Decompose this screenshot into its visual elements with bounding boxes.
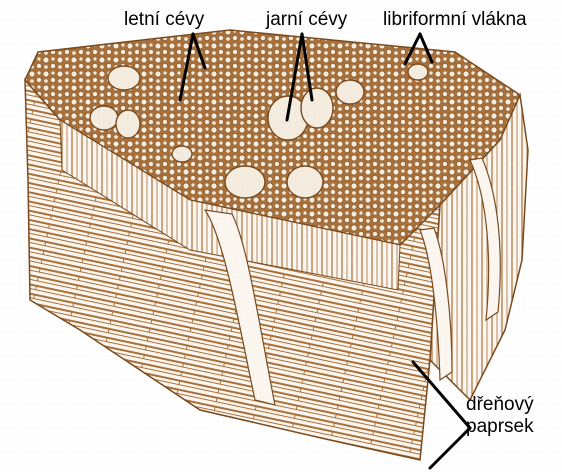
label-drenovy-paprsek: dřeňový paprsek [466,394,534,438]
label-libriformni-vlakna: libriformní vlákna [383,10,527,29]
label-jarni-cevy: jarní cévy [266,10,347,29]
label-letni-cevy: letní cévy [124,10,204,29]
label-drenovy-line2: paprsek [466,416,534,438]
label-drenovy-line1: dřeňový [466,394,534,416]
